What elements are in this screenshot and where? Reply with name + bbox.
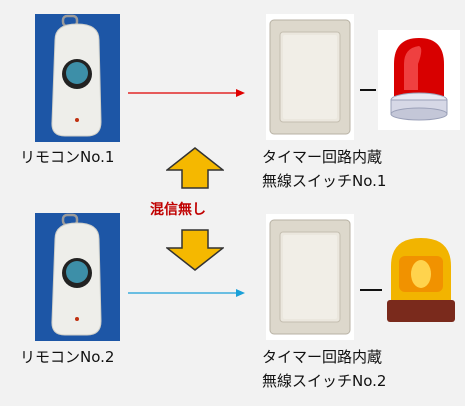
remote-control-icon [35,213,120,341]
yellow-beacon-image [385,232,457,328]
wireless-switch-icon [266,214,354,340]
connector-line-2 [360,289,382,291]
red-beacon-image [378,30,460,130]
signal-arrow-2 [128,289,245,297]
wireless-switch-1-image [266,14,354,140]
switch-2-label-line2: 無線スイッチNo.2 [262,372,387,390]
red-beacon-icon [378,30,460,130]
switch-1-label-line1: タイマー回路内蔵 [262,148,383,166]
connector-line-1 [360,89,376,91]
remote-control-1-image [35,14,120,142]
signal-arrow-1 [128,89,245,97]
wireless-switch-2-image [266,214,354,340]
down-arrow-icon [166,229,224,271]
wireless-switch-icon [266,14,354,140]
remote-control-2-image [35,213,120,341]
yellow-beacon-icon [387,238,455,322]
remote-2-label: リモコンNo.2 [20,348,115,366]
switch-2-label-line1: タイマー回路内蔵 [262,348,383,366]
up-arrow-icon [166,147,224,189]
remote-1-label: リモコンNo.1 [20,148,115,166]
switch-1-label-line2: 無線スイッチNo.1 [262,172,387,190]
no-interference-label: 混信無し [150,202,206,218]
remote-control-icon [35,14,120,142]
